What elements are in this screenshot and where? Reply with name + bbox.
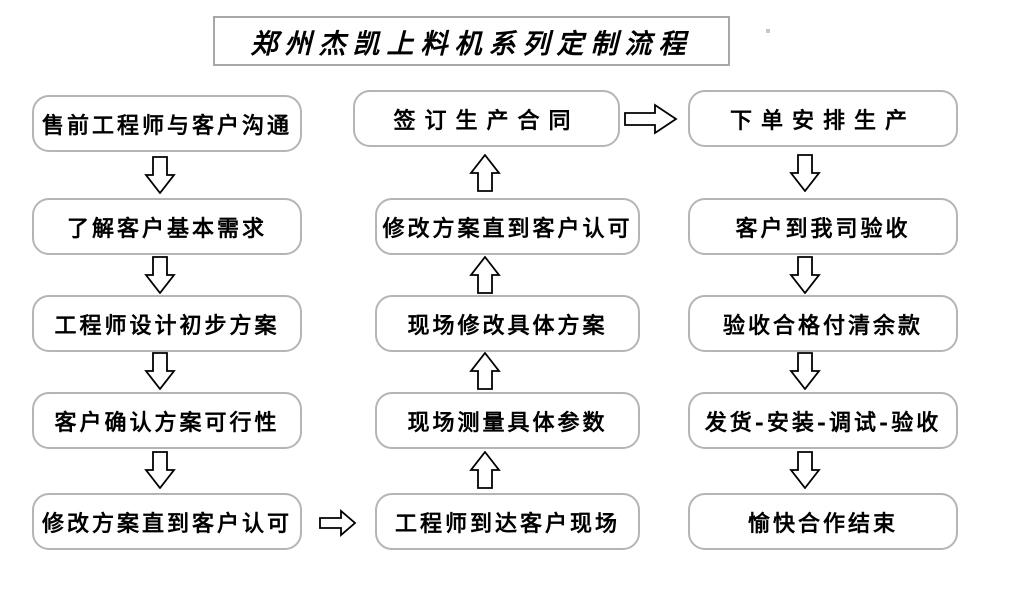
flow-step-sign-contract: 签订生产合同 <box>353 90 620 147</box>
flow-step-ship-install-debug-accept: 发货-安装-调试-验收 <box>688 392 958 449</box>
down-arrow-icon <box>144 256 176 294</box>
flow-step-label: 下单安排生产 <box>729 107 916 134</box>
flow-step-label: 发货-安装-调试-验收 <box>704 409 942 436</box>
flow-step-label: 售前工程师与客户沟通 <box>41 112 292 139</box>
down-arrow-icon <box>789 256 821 294</box>
flow-step-label: 修改方案直到客户认可 <box>41 510 292 537</box>
flow-step-onsite-measure-params: 现场测量具体参数 <box>375 392 640 449</box>
right-arrow-icon <box>624 103 678 135</box>
flow-step-revise-until-approved-left: 修改方案直到客户认可 <box>32 493 302 550</box>
flow-step-label: 了解客户基本需求 <box>66 215 267 242</box>
flow-step-label: 工程师到达客户现场 <box>394 510 620 537</box>
flow-step-pay-balance: 验收合格付清余款 <box>688 295 958 352</box>
flow-step-label: 工程师设计初步方案 <box>54 312 280 339</box>
flow-step-label: 现场修改具体方案 <box>407 312 608 339</box>
flow-step-label: 签订生产合同 <box>393 107 580 134</box>
flow-step-happy-cooperation-end: 愉快合作结束 <box>688 493 958 550</box>
flow-step-label: 客户确认方案可行性 <box>54 409 280 436</box>
flow-step-label: 修改方案直到客户认可 <box>382 215 633 242</box>
down-arrow-icon <box>144 451 176 489</box>
flow-step-label: 愉快合作结束 <box>747 510 898 537</box>
flow-step-label: 客户到我司验收 <box>735 215 911 242</box>
flow-step-order-production: 下单安排生产 <box>688 90 958 147</box>
down-arrow-icon <box>789 352 821 390</box>
flow-step-understand-needs: 了解客户基本需求 <box>32 198 302 255</box>
flow-step-label: 现场测量具体参数 <box>407 409 608 436</box>
flow-step-confirm-feasibility: 客户确认方案可行性 <box>32 392 302 449</box>
right-arrow-icon <box>319 509 357 537</box>
down-arrow-icon <box>789 451 821 489</box>
flow-step-onsite-modify-plan: 现场修改具体方案 <box>375 295 640 352</box>
flow-step-revise-until-approved-middle: 修改方案直到客户认可 <box>375 198 640 255</box>
page-title: 郑州杰凯上料机系列定制流程 <box>250 28 693 60</box>
flow-step-customer-acceptance: 客户到我司验收 <box>688 198 958 255</box>
up-arrow-icon <box>469 352 501 390</box>
up-arrow-icon <box>469 154 501 192</box>
title-box: 郑州杰凯上料机系列定制流程 <box>213 16 730 66</box>
up-arrow-icon <box>469 256 501 294</box>
stray-dot <box>766 29 770 33</box>
flow-step-presales-communication: 售前工程师与客户沟通 <box>32 95 302 152</box>
flow-step-label: 验收合格付清余款 <box>722 312 923 339</box>
flow-step-engineer-arrive-site: 工程师到达客户现场 <box>375 493 640 550</box>
down-arrow-icon <box>144 156 176 194</box>
down-arrow-icon <box>789 154 821 192</box>
flow-step-initial-design: 工程师设计初步方案 <box>32 295 302 352</box>
down-arrow-icon <box>144 352 176 390</box>
up-arrow-icon <box>469 451 501 489</box>
